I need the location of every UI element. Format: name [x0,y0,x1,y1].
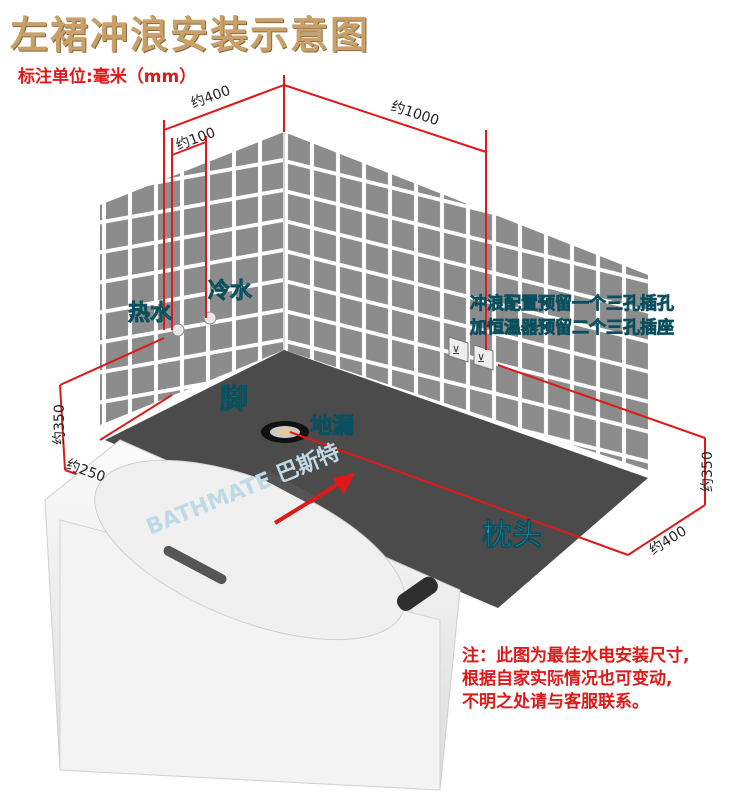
label-socket-line2: 加恒温器预留二个三孔插座 [469,317,674,338]
left-wall [100,132,284,425]
dim-1000: 约1000 [389,99,441,130]
page-title: 左裙冲浪安装示意图 [10,13,371,57]
label-floor-drain: 地漏 [310,413,354,439]
dim-100: 约100 [174,125,218,154]
unit-note: 标注单位:毫米（mm） [18,67,197,87]
svg-text:⊻: ⊻ [477,352,485,365]
bathtub: BATHMATE 巴斯特 [44,439,461,791]
label-cold-water: 冷水 [208,278,253,304]
flow-arrow [273,473,355,525]
svg-text:⊻: ⊻ [452,344,460,357]
label-socket-line1: 冲浪配置预留一个三孔插孔 [470,293,674,314]
note-line-1: 注：此图为最佳水电安装尺寸, [462,646,690,666]
label-foot: 脚 [220,382,248,415]
install-note: 注：此图为最佳水电安装尺寸, 根据自家实际情况也可变动, 不明之处请与客服联系。 [462,645,747,714]
dim-350-left: 约350 [52,404,68,445]
floor-area [105,350,648,608]
dim-350-right: 约350 [700,451,716,492]
note-line-2: 根据自家实际情况也可变动, [462,669,673,689]
dimension-lines [59,75,706,556]
label-pillow: 枕头 [482,518,542,553]
hot-water-pipe [171,323,185,337]
socket-1: ⊻ [448,336,469,363]
note-line-3: 不明之处请与客服联系。 [462,692,649,712]
label-hot-water: 热水 [128,300,173,326]
floor-drain [261,421,309,443]
